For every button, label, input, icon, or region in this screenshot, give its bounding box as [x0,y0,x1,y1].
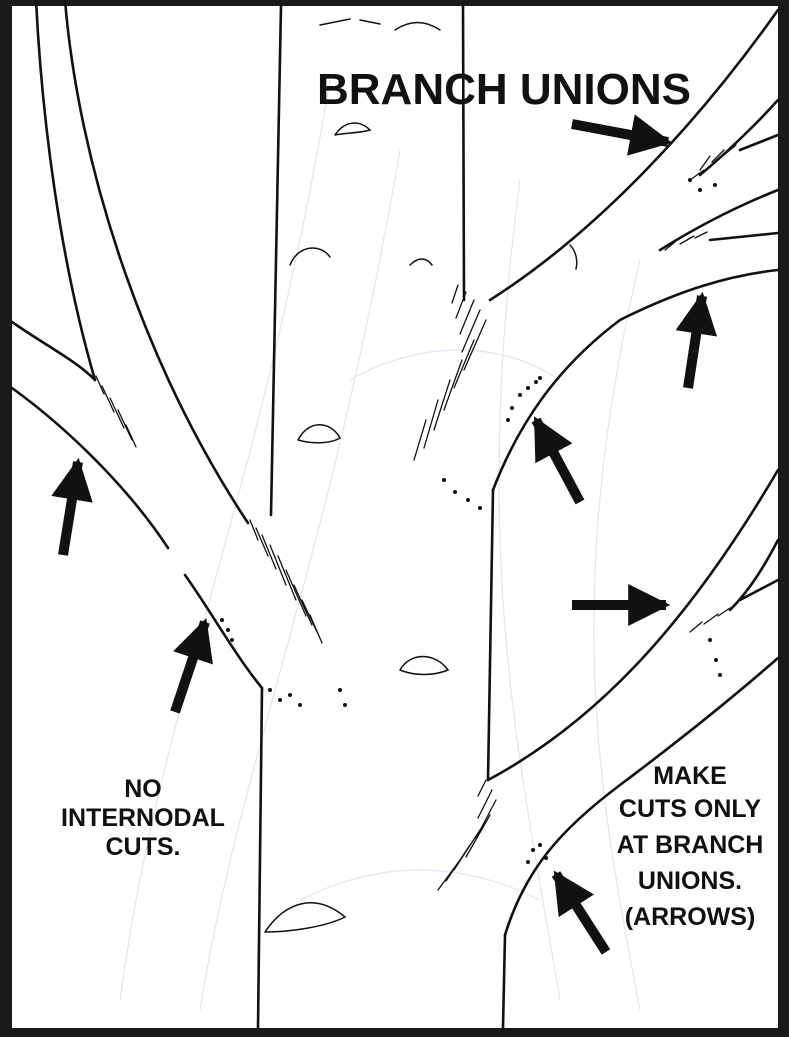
lower-twig-2 [738,578,780,602]
left-branch-upper-edge [63,0,250,525]
right-caption-line-1: MAKE [653,762,727,790]
arrow-icon [571,114,673,156]
center-trunk-lower-left [486,488,495,782]
upper-branch-top [488,8,780,302]
arrow-icon [531,416,585,505]
upper-branch-mid [658,188,780,252]
left-caption: NO INTERNODAL CUTS. [61,775,225,861]
upper-branch-low [491,268,780,492]
right-caption-line-5: (ARROWS) [625,903,756,931]
bark-texture [95,144,737,891]
left-trunk-outer-edge [34,0,97,382]
upper-twig-1 [698,98,780,177]
arrow-icon [170,618,213,714]
bark-knots [264,18,578,933]
left-caption-line-2: INTERNODAL [61,804,225,832]
arrow-icon [551,870,611,955]
stipple-dots [220,178,722,864]
upper-right-branches [488,8,780,492]
center-trunk-left-edge [461,4,466,302]
arrow-icon [675,291,718,389]
lower-branch-low [503,656,780,937]
center-base-left [501,933,507,1030]
left-branch-low-lower [10,386,170,550]
left-trunk-right-edge [269,4,283,517]
right-caption: MAKE CUTS ONLY AT BRANCH UNIONS. (ARROWS… [617,762,764,931]
center-trunk [461,4,507,1030]
left-caption-line-1: NO [124,775,162,803]
right-caption-line-2: CUTS ONLY [619,795,761,823]
background-sketch [119,79,641,1011]
right-caption-line-4: UNIONS. [638,867,742,895]
lower-twig-1 [728,538,780,612]
lower-branch-top [486,468,780,782]
left-lower-edge [183,573,264,690]
lower-right-branches [486,468,780,937]
arrows [51,114,718,955]
upper-twig-3 [708,231,780,242]
arrow-icon [51,457,93,556]
figure-title: BRANCH UNIONS [317,65,691,114]
right-caption-line-3: AT BRANCH [617,831,764,859]
left-branch-low-upper [10,320,97,382]
left-trunk-left-base [256,686,264,1030]
left-trunk [10,0,283,1030]
upper-twig-2 [738,133,780,152]
left-caption-line-3: CUTS. [106,833,181,861]
